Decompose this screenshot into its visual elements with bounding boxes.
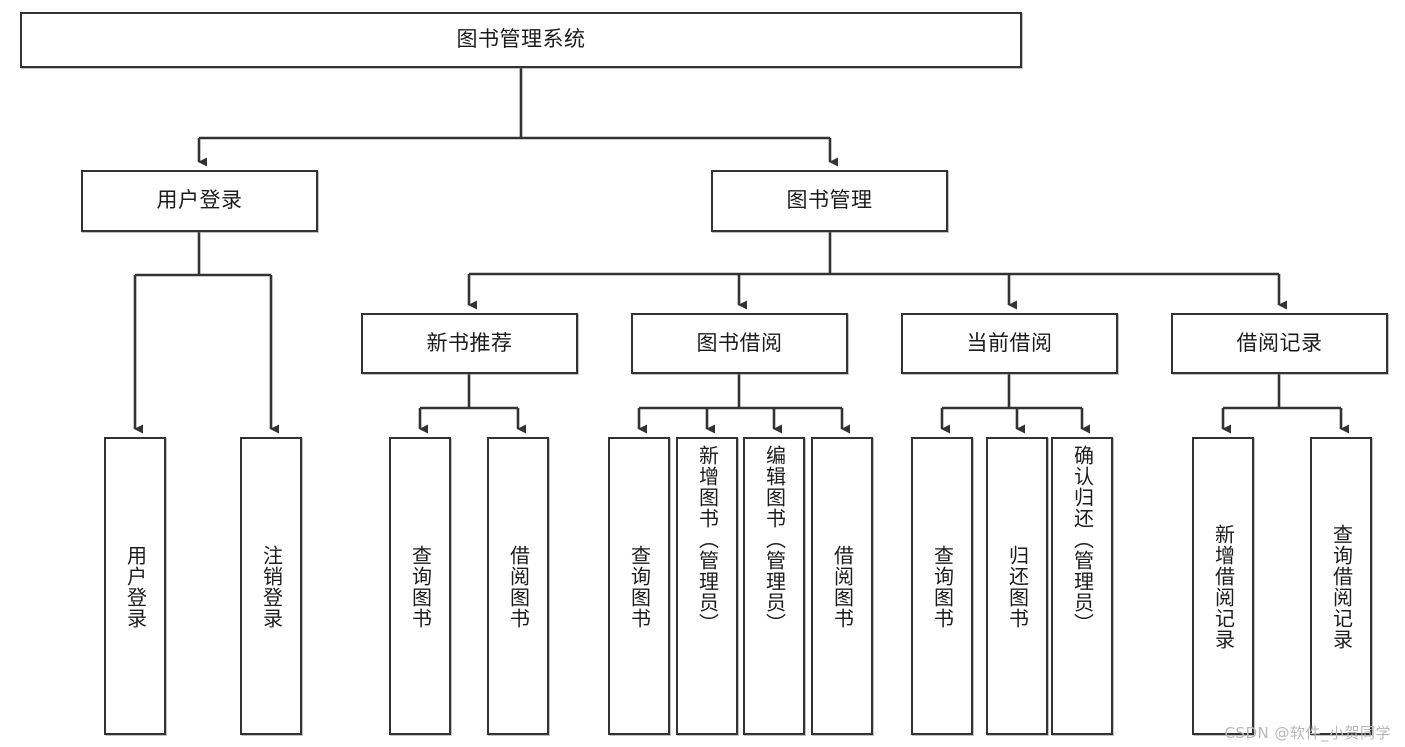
node-leaf-user-login-label: 用户登录 — [123, 545, 148, 629]
node-current-borrow-label: 当前借阅 — [966, 330, 1053, 355]
node-leaf-logout-label: 注销登录 — [259, 545, 284, 629]
node-leaf-edit-book-label: 编辑图书（管理员） — [762, 445, 787, 634]
node-borrow-record-label: 借阅记录 — [1236, 330, 1323, 355]
node-leaf-confirm-return-label: 确认归还（管理员） — [1070, 445, 1095, 634]
node-leaf-confirm-return[interactable]: 确认归还（管理员） — [1051, 437, 1113, 735]
node-user-login[interactable]: 用户登录 — [81, 170, 318, 232]
node-leaf-add-book-label: 新增图书（管理员） — [695, 445, 720, 634]
node-leaf-add-record-label: 新增借阅记录 — [1211, 524, 1236, 650]
node-leaf-borrow-book-label: 借阅图书 — [830, 545, 855, 629]
node-leaf-return-book-label: 归还图书 — [1005, 545, 1030, 629]
node-new-book-rec-label: 新书推荐 — [426, 330, 513, 355]
node-root[interactable]: 图书管理系统 — [20, 12, 1022, 68]
node-leaf-query-book[interactable]: 查询图书 — [608, 437, 670, 735]
node-leaf-query-book-rec-label: 查询图书 — [408, 545, 433, 629]
node-leaf-query-book-cur-label: 查询图书 — [930, 545, 955, 629]
watermark-text: CSDN @软件_小贺同学 — [1224, 724, 1391, 742]
node-leaf-return-book[interactable]: 归还图书 — [986, 437, 1048, 735]
node-book-borrow-label: 图书借阅 — [696, 330, 783, 355]
node-leaf-borrow-book-rec[interactable]: 借阅图书 — [487, 437, 549, 735]
node-leaf-query-book-rec[interactable]: 查询图书 — [389, 437, 451, 735]
node-leaf-edit-book[interactable]: 编辑图书（管理员） — [743, 437, 805, 735]
node-leaf-borrow-book[interactable]: 借阅图书 — [811, 437, 873, 735]
node-new-book-rec[interactable]: 新书推荐 — [361, 313, 578, 374]
node-leaf-logout[interactable]: 注销登录 — [240, 437, 302, 735]
node-leaf-borrow-book-rec-label: 借阅图书 — [506, 545, 531, 629]
node-leaf-query-book-label: 查询图书 — [627, 545, 652, 629]
node-root-label: 图书管理系统 — [456, 27, 586, 52]
node-leaf-query-book-cur[interactable]: 查询图书 — [911, 437, 973, 735]
node-borrow-record[interactable]: 借阅记录 — [1171, 313, 1388, 374]
node-book-manage[interactable]: 图书管理 — [711, 170, 948, 232]
node-book-borrow[interactable]: 图书借阅 — [631, 313, 848, 374]
node-leaf-user-login[interactable]: 用户登录 — [104, 437, 166, 735]
node-leaf-add-book[interactable]: 新增图书（管理员） — [676, 437, 738, 735]
node-leaf-add-record[interactable]: 新增借阅记录 — [1192, 437, 1254, 735]
node-leaf-query-record[interactable]: 查询借阅记录 — [1310, 437, 1372, 735]
node-user-login-label: 用户登录 — [156, 188, 243, 213]
node-leaf-query-record-label: 查询借阅记录 — [1329, 524, 1354, 650]
node-current-borrow[interactable]: 当前借阅 — [901, 313, 1118, 374]
node-book-manage-label: 图书管理 — [786, 188, 873, 213]
